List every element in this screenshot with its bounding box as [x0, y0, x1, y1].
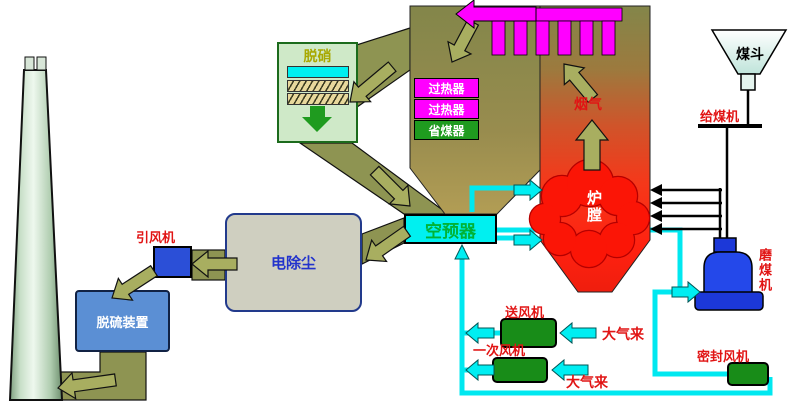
seal-air-to-mill-line: [652, 289, 728, 377]
superheater-1-box: 过热器: [414, 78, 479, 98]
flue-gas-arrows: [57, 18, 610, 400]
arrow-boiler-top-turn: [447, 18, 480, 63]
arrow-air-inlet-pa: [551, 358, 589, 382]
economizer-box: 省煤器: [414, 120, 479, 140]
seal-fan-box: [727, 362, 769, 386]
id-fan-label: 引风机: [136, 230, 176, 245]
air-preheater-box: 空预器: [404, 214, 497, 244]
denox-flow-down-arrowhead: [302, 117, 332, 132]
denox-box: 脱硝: [277, 42, 358, 143]
denox-catalyst-layer-2: [287, 93, 349, 105]
arrow-air-into-aph: [454, 243, 470, 260]
arrow-aph-to-esp: [365, 225, 412, 263]
arrow-boiler-to-denox: [349, 61, 397, 103]
chimney-cap-right: [36, 56, 47, 71]
denox-flow-down-arrow: [310, 106, 325, 118]
arrow-hot-air-furnace-upper: [513, 178, 543, 202]
arrow-comb-outlet-magenta: [455, 0, 537, 30]
arrow-flue-gas-up: [574, 119, 610, 171]
arrow-air-inlet-fd: [559, 321, 597, 345]
superheater-2-box: 过热器: [414, 99, 479, 119]
coal-hopper-label: 煤斗: [736, 46, 764, 62]
coal-mill-label: 磨煤机: [757, 248, 772, 293]
air-flow-arrows: [454, 178, 701, 382]
pa-fan-box: [492, 357, 548, 383]
arrow-into-chimney: [57, 371, 117, 400]
fd-fan-box: [500, 318, 557, 348]
air-inlet-pa-label: 大气来: [566, 374, 608, 390]
furnace-flame-cloud: [528, 158, 651, 269]
seal-fan-label: 密封风机: [697, 349, 750, 364]
denox-inlet-duct-strip: [287, 66, 349, 78]
id-fan-box: [153, 246, 192, 278]
furnace-label: 炉膛: [585, 190, 602, 224]
arrow-air-into-mill: [671, 280, 701, 304]
chimney-cap-left: [24, 56, 35, 71]
coal-feeder-label: 给煤机: [700, 109, 740, 124]
coal-mill-shape: [694, 237, 764, 311]
chimney: [8, 56, 64, 401]
air-inlet-fd-label: 大气来: [602, 326, 644, 342]
fgd-box: 脱硫装置: [75, 290, 170, 352]
coal-feed-lines: [658, 90, 762, 242]
arrow-idfan-to-fgd: [111, 264, 159, 301]
flue-gas-label: 烟气: [574, 96, 602, 112]
arrow-hot-air-furnace-lower: [513, 228, 543, 252]
arrow-denox-to-aph: [369, 165, 411, 207]
coal-pipe-arrowheads: [650, 184, 662, 235]
coal-hopper-shape: [710, 29, 788, 91]
fd-fan-label: 送风机: [505, 305, 545, 320]
esp-box: 电除尘: [225, 213, 362, 312]
pa-fan-label: 一次风机: [473, 343, 526, 358]
arrow-pa-fan-outlet: [465, 358, 495, 382]
denox-catalyst-layer-1: [287, 80, 349, 92]
denox-label: 脱硝: [303, 48, 332, 64]
arrow-esp-to-idfan: [191, 249, 238, 279]
arrow-into-superheater-comb: [563, 63, 599, 104]
fd-air-trunk-line: [459, 248, 773, 396]
arrow-fd-fan-outlet: [465, 321, 495, 345]
